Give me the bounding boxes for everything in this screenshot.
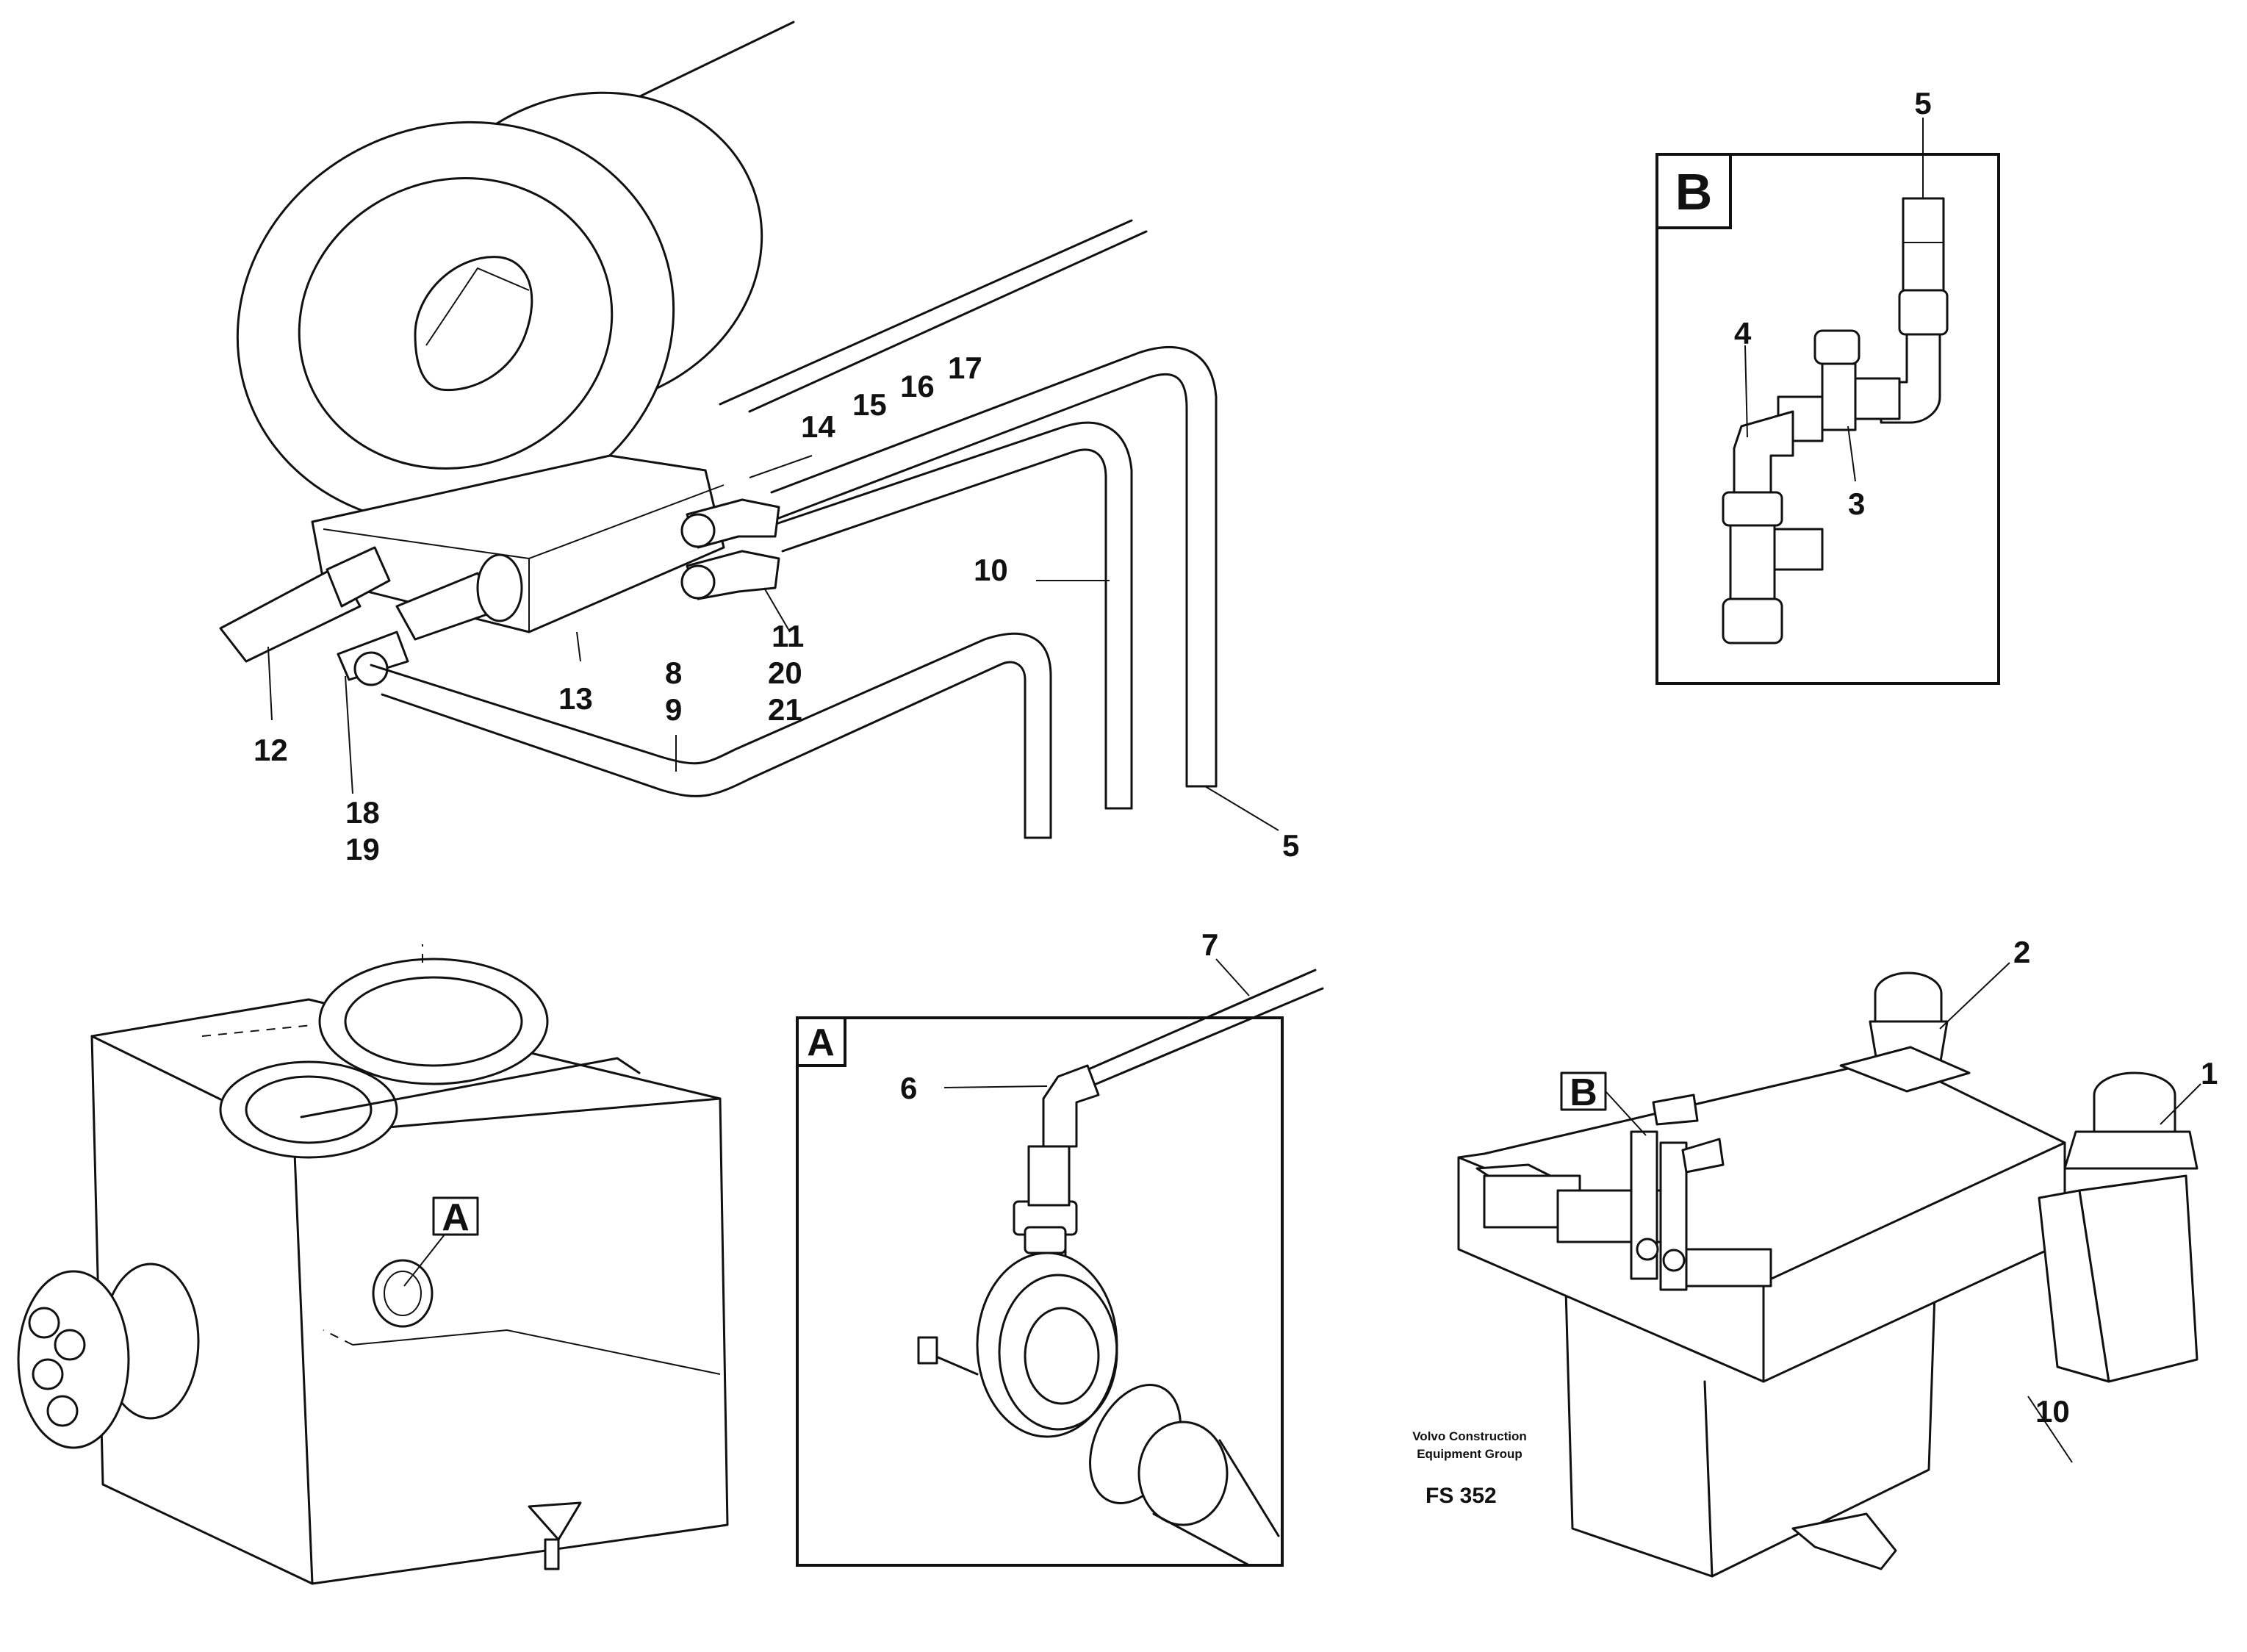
callout-17: 17 (948, 351, 982, 385)
callout-12: 12 (254, 733, 288, 767)
callout-10-main: 10 (974, 553, 1008, 587)
leader-lines-detail-a (943, 958, 1250, 1088)
tank-top-view (1457, 972, 2199, 1578)
callout-5-detail-b: 5 (1914, 86, 1931, 121)
tank-assembly (17, 944, 729, 1585)
callout-15: 15 (852, 387, 887, 422)
callout-7: 7 (1201, 927, 1218, 962)
tank-marker-a (403, 1196, 479, 1287)
callout-16: 16 (900, 369, 935, 403)
detail-b-label: B (1675, 163, 1713, 220)
callout-18: 18 (345, 795, 380, 830)
callout-19: 19 (345, 832, 380, 866)
callout-10-tank: 10 (2035, 1394, 2070, 1429)
callout-1: 1 (2201, 1056, 2218, 1091)
publisher-line-2: Equipment Group (1417, 1447, 1522, 1461)
detail-b (1655, 153, 2000, 685)
leader-lines-tank-top (1939, 962, 2201, 1463)
callout-2: 2 (2013, 935, 2030, 969)
publisher-line-1: Volvo Construction (1412, 1429, 1527, 1443)
tank-marker-a-label: A (442, 1196, 470, 1239)
figure-code: FS 352 (1426, 1484, 1497, 1508)
detail-a (796, 969, 1324, 1567)
callout-3: 3 (1848, 486, 1865, 521)
callout-5-main: 5 (1282, 828, 1299, 863)
tank-marker-b-label: B (1570, 1071, 1597, 1114)
callout-8: 8 (665, 656, 682, 690)
callout-4: 4 (1734, 316, 1752, 351)
detail-a-label: A (807, 1021, 835, 1064)
main-cylinder-assembly (219, 21, 1218, 839)
callout-20: 20 (768, 656, 802, 690)
leader-lines-detail-b (1744, 118, 1924, 482)
callout-9: 9 (665, 692, 682, 727)
callout-14: 14 (801, 409, 835, 444)
callout-11: 11 (772, 619, 804, 653)
tank-marker-b (1560, 1071, 1647, 1136)
callout-21: 21 (768, 692, 802, 727)
leader-lines-main (267, 455, 1279, 831)
callout-13: 13 (558, 681, 593, 716)
callout-6: 6 (900, 1071, 917, 1105)
